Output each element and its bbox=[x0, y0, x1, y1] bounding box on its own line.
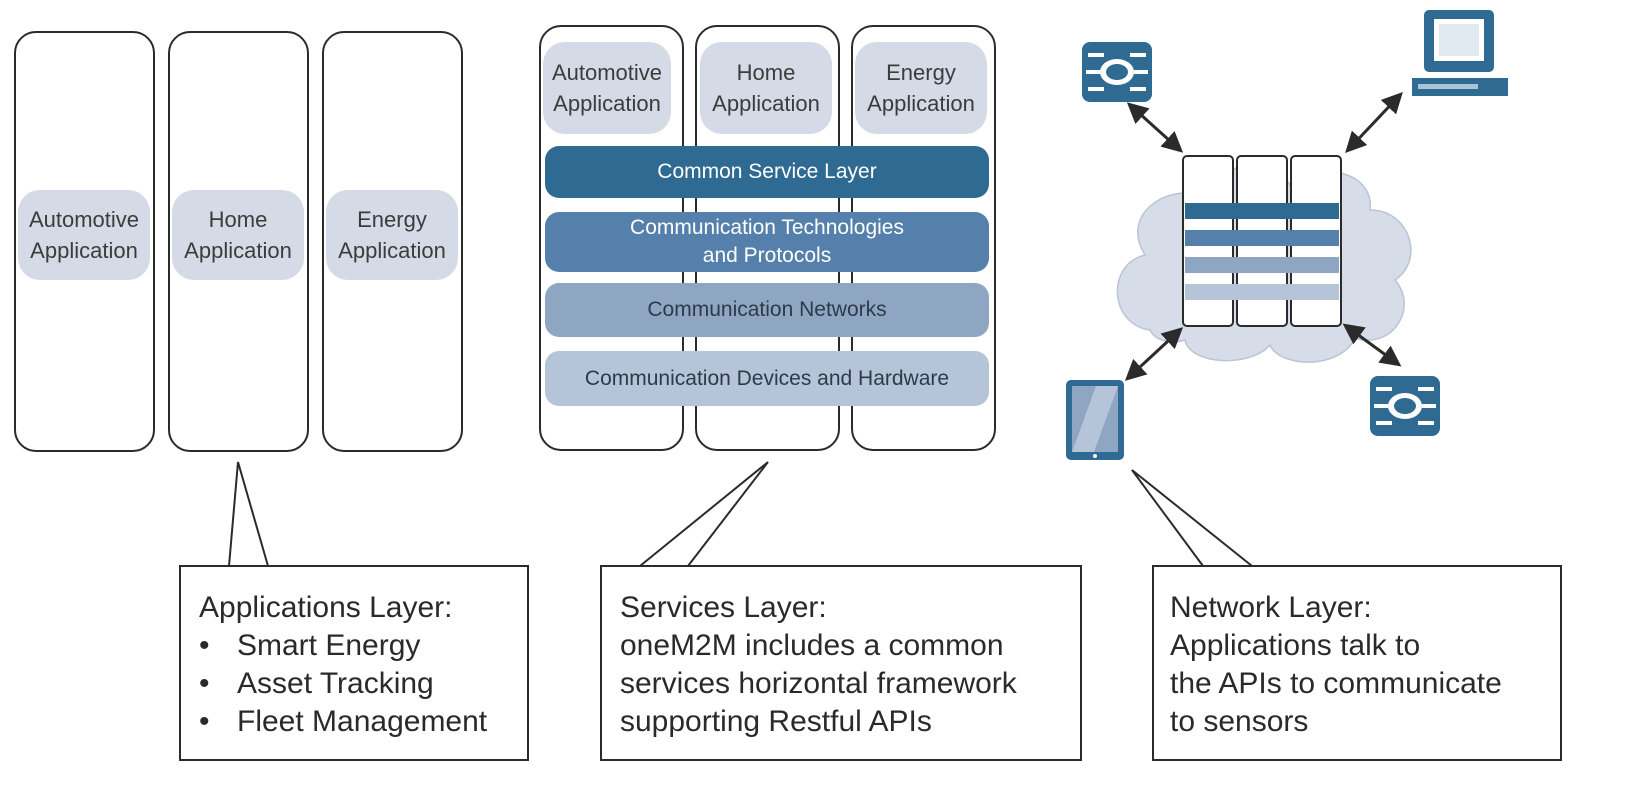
network-callout-pointer bbox=[1131, 469, 1253, 567]
middle-app-energy: Energy Application bbox=[855, 42, 987, 134]
applications-bullet: •Fleet Management bbox=[199, 705, 488, 738]
applications-callout-title: Applications Layer: bbox=[199, 591, 453, 624]
applications-callout: Applications Layer: •Smart Energy •Asset… bbox=[179, 565, 529, 761]
layer-common-service: Common Service Layer bbox=[545, 146, 989, 198]
left-app-home: Home Application bbox=[172, 190, 304, 280]
services-callout: Services Layer: oneM2M includes a common… bbox=[600, 565, 1082, 761]
layer-communication-devices: Communication Devices and Hardware bbox=[545, 351, 989, 406]
computer-terminal-icon bbox=[1412, 10, 1508, 96]
network-callout-line: the APIs to communicate bbox=[1170, 667, 1502, 700]
middle-app-automotive: Automotive Application bbox=[543, 42, 671, 134]
services-callout-pointer bbox=[639, 461, 769, 567]
layer-communication-networks: Communication Networks bbox=[545, 283, 989, 337]
applications-bullet: •Smart Energy bbox=[199, 629, 421, 662]
network-callout-line: Applications talk to bbox=[1170, 629, 1421, 662]
services-callout-line: services horizontal framework bbox=[620, 667, 1017, 700]
tablet-icon bbox=[1066, 380, 1124, 460]
server-rack-icon bbox=[1182, 155, 1342, 327]
services-callout-line: oneM2M includes a common bbox=[620, 629, 1004, 662]
left-app-automotive: Automotive Application bbox=[18, 190, 150, 280]
services-callout-line: supporting Restful APIs bbox=[620, 705, 932, 738]
network-callout-title: Network Layer: bbox=[1170, 591, 1372, 624]
network-callout-line: to sensors bbox=[1170, 705, 1309, 738]
sensor-chip-icon bbox=[1082, 42, 1152, 102]
applications-bullet: •Asset Tracking bbox=[199, 667, 434, 700]
left-app-energy: Energy Application bbox=[326, 190, 458, 280]
services-callout-title: Services Layer: bbox=[620, 591, 827, 624]
layer-communication-technologies: Communication Technologies and Protocols bbox=[545, 212, 989, 272]
network-callout: Network Layer: Applications talk to the … bbox=[1152, 565, 1562, 761]
middle-app-home: Home Application bbox=[700, 42, 832, 134]
applications-callout-pointer bbox=[228, 461, 269, 567]
sensor-chip-icon bbox=[1370, 376, 1440, 436]
connection-arrows bbox=[1124, 91, 1403, 381]
